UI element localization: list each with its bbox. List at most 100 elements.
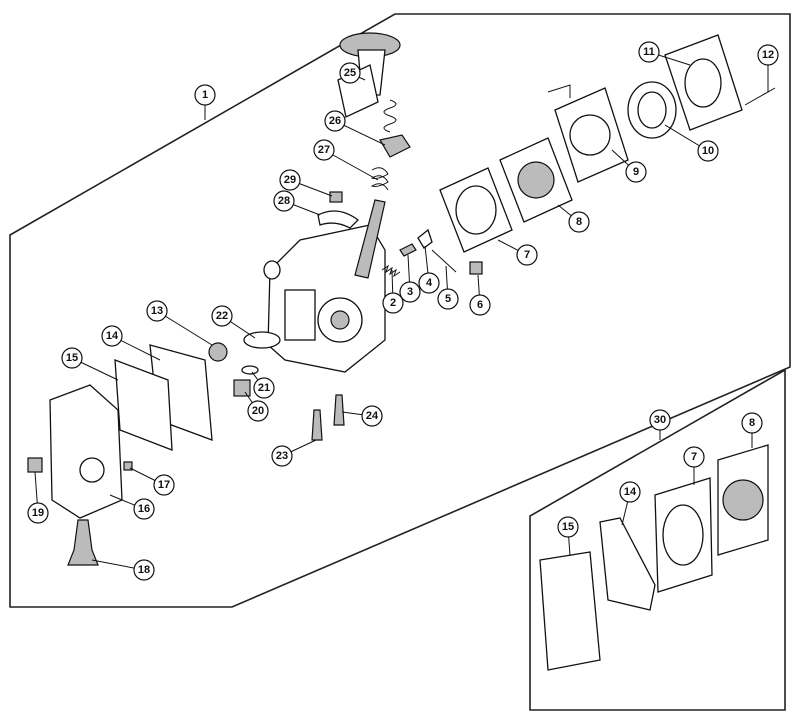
main-callout-24: 24 — [341, 405, 383, 427]
part-6-screw — [469, 261, 483, 275]
callout-circle — [399, 281, 421, 303]
part-21-washer — [241, 365, 259, 375]
main-callout-18: 18 — [91, 559, 155, 581]
callout-circle — [516, 244, 538, 266]
callout-circle — [697, 140, 719, 162]
main-callout-22: 22 — [211, 305, 256, 339]
callout-circle — [247, 400, 269, 422]
part-8-disc — [517, 161, 555, 199]
callout-number: 11 — [643, 46, 655, 58]
part-17 — [123, 461, 133, 471]
kit-part-14 — [599, 517, 656, 611]
callout-circle — [619, 481, 641, 503]
kit-callout-30: 30 — [649, 409, 671, 440]
callout-circle — [253, 377, 275, 399]
part-9-nipple — [547, 84, 571, 98]
callout-circle — [568, 211, 590, 233]
part-27-spring — [370, 167, 389, 191]
body-fitting — [263, 260, 281, 280]
callout-circle — [324, 110, 346, 132]
body-pocket — [284, 289, 316, 341]
part-5-pin — [431, 249, 457, 273]
main-callout-4: 4 — [418, 245, 440, 294]
callout-circle — [382, 292, 404, 314]
callout-number: 17 — [158, 479, 170, 491]
part-7-hole — [455, 185, 497, 235]
main-callout-17: 17 — [129, 467, 175, 496]
callout-circle — [313, 139, 335, 161]
callout-circle — [741, 412, 763, 434]
callout-circle — [101, 325, 123, 347]
callout-number: 22 — [216, 310, 228, 322]
main-callout-14: 14 — [101, 325, 161, 361]
callout-circle — [649, 409, 671, 431]
kit-callout-8: 8 — [741, 412, 763, 448]
part-drawings — [27, 32, 776, 671]
callout-number: 15 — [562, 521, 574, 533]
callout-number: 4 — [426, 277, 433, 289]
callout-number: 12 — [762, 49, 774, 61]
part-20 — [233, 379, 251, 397]
callout-number: 9 — [633, 166, 639, 178]
callout-circle — [361, 405, 383, 427]
callout-number: 28 — [278, 195, 290, 207]
main-callout-15: 15 — [61, 347, 119, 381]
part-9-port — [569, 114, 611, 156]
callout-number: 7 — [524, 249, 530, 261]
body-bore-inner — [330, 310, 350, 330]
main-callout-10: 10 — [664, 124, 719, 162]
part-2-spring — [381, 264, 401, 278]
main-callout-26: 26 — [324, 110, 386, 146]
callout-number: 8 — [576, 216, 582, 228]
callout-number: 26 — [329, 115, 341, 127]
callout-circle — [418, 272, 440, 294]
part-12-screw — [744, 87, 776, 106]
callout-number: 6 — [477, 299, 483, 311]
main-callout-25: 25 — [339, 62, 366, 84]
part-19-screw — [27, 457, 43, 473]
main-callout-21: 21 — [251, 371, 275, 399]
main-callout-9: 9 — [611, 149, 647, 183]
callout-circle — [133, 559, 155, 581]
callout-circle — [638, 41, 660, 63]
callout-number: 3 — [407, 286, 413, 298]
callout-number: 19 — [32, 507, 44, 519]
kit-part-15 — [539, 551, 601, 671]
callout-number: 13 — [151, 305, 163, 317]
callout-circle — [153, 474, 175, 496]
callout-circle — [271, 445, 293, 467]
kit-part-8-disc — [722, 479, 764, 521]
main-callout-3: 3 — [399, 254, 421, 303]
callout-number: 14 — [624, 486, 637, 498]
callout-circle — [273, 190, 295, 212]
main-callout-28: 28 — [273, 190, 321, 216]
main-callout-20: 20 — [244, 391, 269, 422]
part-22 — [243, 331, 281, 349]
callout-circle — [469, 294, 491, 316]
callout-number: 8 — [749, 417, 755, 429]
main-callout-16: 16 — [109, 494, 155, 520]
part-3-needle — [399, 243, 417, 257]
callout-circle — [757, 44, 779, 66]
part-25-spring — [383, 99, 397, 133]
kit-part-7-hole — [662, 504, 704, 566]
main-callout-13: 13 — [146, 300, 213, 346]
callout-number: 23 — [276, 450, 288, 462]
main-callout-8: 8 — [557, 204, 590, 233]
main-callout-5: 5 — [437, 265, 459, 310]
callout-circle — [27, 502, 49, 524]
callout-number: 2 — [390, 297, 396, 309]
callout-number: 29 — [284, 174, 296, 186]
kit-callout-15: 15 — [557, 516, 579, 557]
callout-circle — [133, 498, 155, 520]
part-13-screen — [208, 342, 228, 362]
main-callout-2: 2 — [382, 269, 404, 314]
callout-circle — [194, 84, 216, 106]
callout-number: 25 — [344, 67, 356, 79]
main-callout-12: 12 — [757, 44, 779, 92]
callout-number: 30 — [654, 414, 666, 426]
callout-circle — [437, 288, 459, 310]
part-4-lever — [417, 228, 433, 249]
callout-number: 16 — [138, 503, 150, 515]
